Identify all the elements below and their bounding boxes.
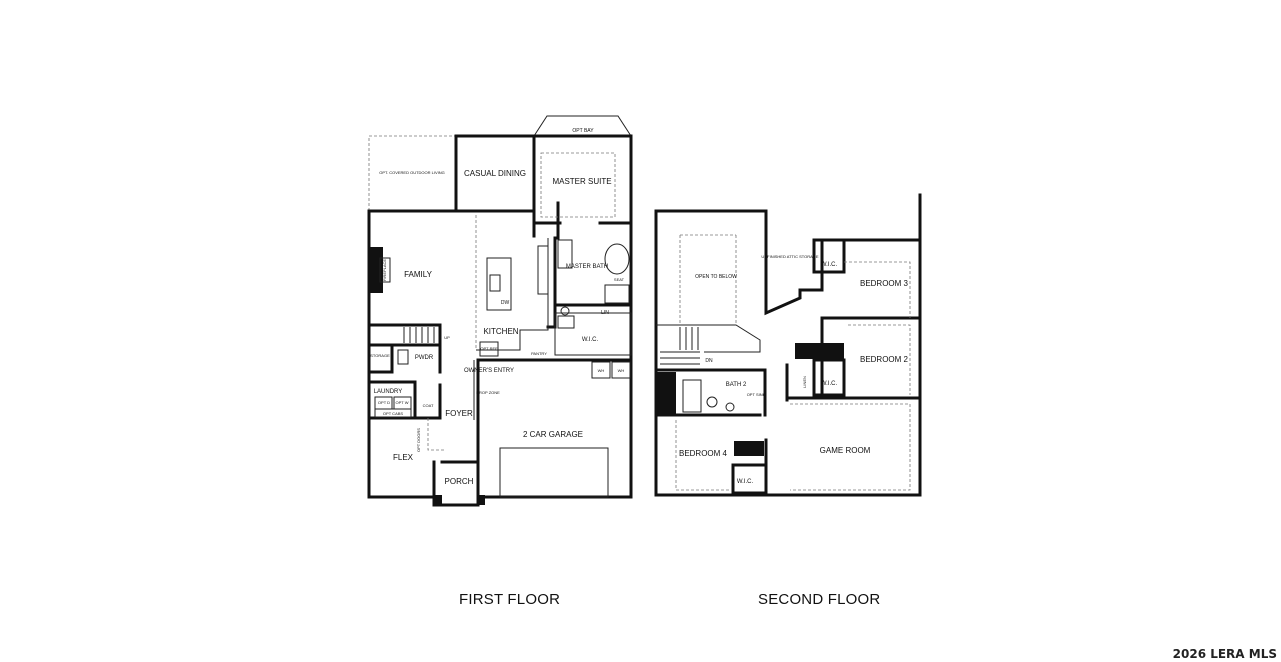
label-bedroom-2: BEDROOM 2	[860, 355, 909, 364]
label-opt-ref: OPT REF	[480, 346, 498, 351]
label-opt-w: OPT W	[395, 400, 408, 405]
label-dn: DN	[705, 358, 713, 364]
label-foyer: FOYER	[445, 409, 473, 418]
label-pwdr: PWDR	[415, 355, 434, 361]
label-storage: STORAGE	[370, 353, 390, 358]
first-floor-plan	[367, 115, 633, 507]
label-porch: PORCH	[445, 477, 474, 486]
label-dw: DW	[501, 300, 510, 306]
label-wh-2: WH	[618, 368, 625, 373]
label-family: FAMILY	[404, 270, 433, 279]
label-bedroom-3: BEDROOM 3	[860, 279, 909, 288]
label-bath-2: BATH 2	[726, 382, 747, 388]
label-lin: LIN	[601, 310, 609, 316]
label-seat: SEAT	[614, 277, 625, 282]
label-kitchen: KITCHEN	[483, 327, 518, 336]
label-garage: 2 CAR GARAGE	[523, 430, 583, 439]
label-wic-bed2: W.I.C.	[821, 381, 838, 387]
label-laundry: LAUNDRY	[374, 389, 403, 395]
watermark: 2026 LERA MLS	[1172, 647, 1277, 661]
label-up: UP	[444, 335, 450, 340]
label-wic-bed4: W.I.C.	[737, 479, 754, 485]
label-master-bath: MASTER BATH	[566, 264, 608, 270]
label-flex: FLEX	[393, 453, 414, 462]
label-pantry: PANTRY	[531, 351, 547, 356]
second-floor-plan	[654, 193, 922, 497]
first-floor-caption: FIRST FLOOR	[459, 591, 561, 608]
label-bedroom-4: BEDROOM 4	[679, 449, 728, 458]
label-owners-entry: OWNER'S ENTRY	[464, 368, 514, 374]
label-drop-zone: DROP ZONE	[476, 390, 500, 395]
label-wh-1: WH	[598, 368, 605, 373]
label-opt-sink: OPT SINK	[747, 392, 766, 397]
label-opt-cabs: OPT CABS	[383, 411, 403, 416]
label-attic: UNFINISHED ATTIC STORAGE	[761, 254, 819, 259]
label-opt-doors: OPT DOORS	[416, 428, 421, 452]
label-opt-bay: OPT BAY	[572, 128, 594, 134]
label-game-room: GAME ROOM	[820, 446, 871, 455]
label-fireplace: FIREPLACE	[382, 259, 387, 282]
label-opt-outdoor: OPT. COVERED OUTDOOR LIVING	[379, 170, 445, 175]
label-wic-master: W.I.C.	[582, 337, 599, 343]
label-wic-bed3: W.I.C.	[821, 262, 838, 268]
label-coat: COAT	[423, 403, 434, 408]
label-linen: LINEN	[802, 376, 807, 388]
second-floor-caption: SECOND FLOOR	[758, 591, 881, 608]
label-open-to-below: OPEN TO BELOW	[695, 274, 737, 280]
label-master-suite: MASTER SUITE	[552, 177, 611, 186]
label-casual-dining: CASUAL DINING	[464, 169, 526, 178]
label-opt-d: OPT D	[378, 400, 390, 405]
